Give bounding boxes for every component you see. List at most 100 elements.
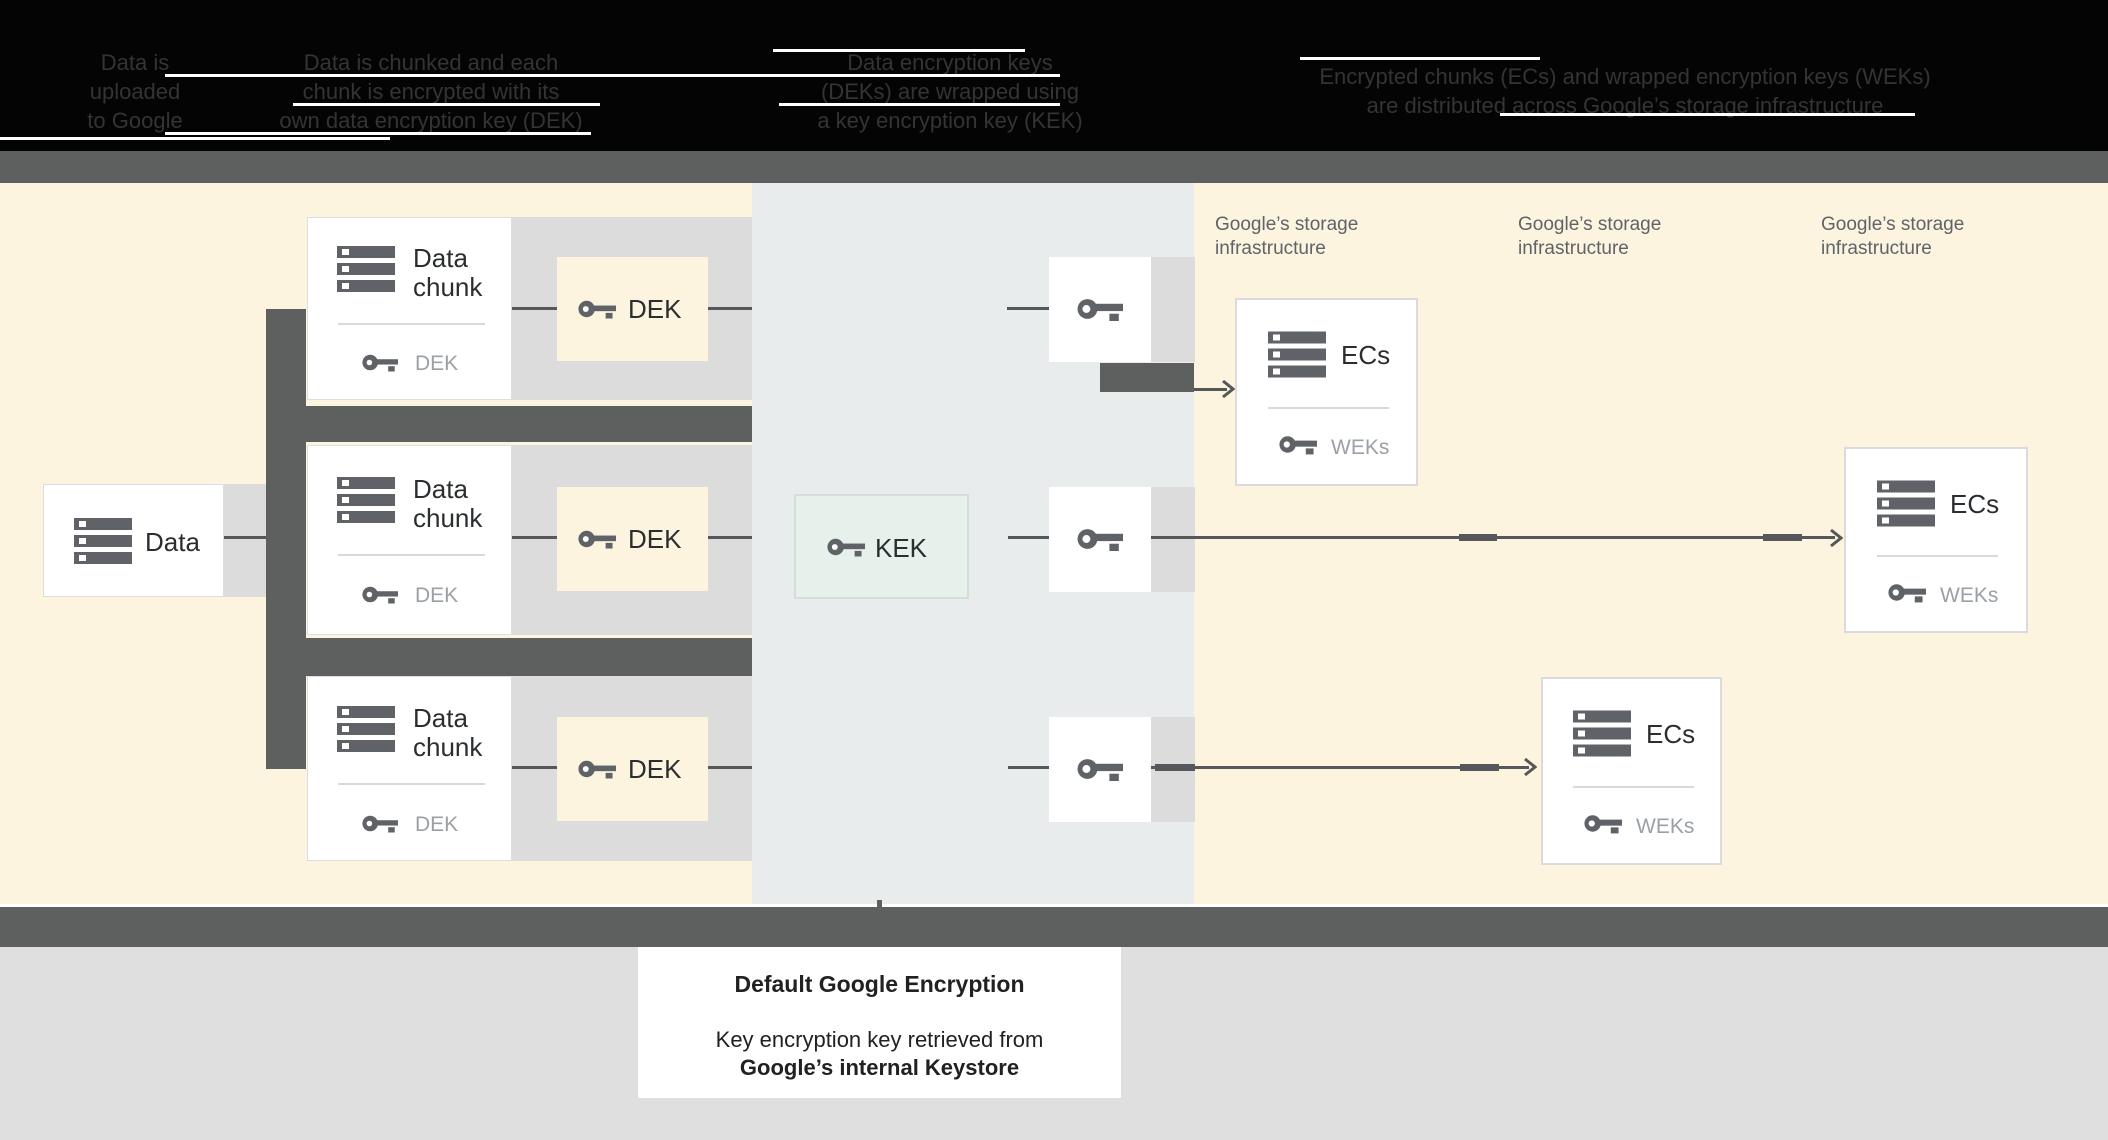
key-icon [827,538,865,557]
arrow3-packet [1155,764,1195,771]
ec-box-label: ECs [1646,719,1696,749]
key-icon [1077,299,1123,322]
storage-infrastructure-label: Google’s storage infrastructure [1821,213,1964,261]
caption-line1: Key encryption key retrieved from [715,1027,1044,1052]
data-chunk-box: Data chunk DEK [307,445,512,635]
caption-line: (DEKs) are wrapped using [820,79,1079,104]
footer-area: Default Google Encryption Key encryption… [0,947,2108,1140]
key-icon [578,300,616,319]
caption-line: a key encryption key (KEK) [817,108,1083,133]
wrap1-output-slab [1100,363,1194,392]
trunk-connector [266,309,306,769]
storage-icon [337,246,395,292]
wrap-key-box [1049,487,1151,592]
data-connector-band [223,484,266,597]
arrowhead-icon [1524,757,1537,777]
kek-box-label: KEK [875,533,928,563]
storage-label-line: infrastructure [1821,238,1932,259]
header-caption-upload: Data is uploaded to Google [30,48,240,135]
chunk-label-line: chunk [413,503,483,533]
caption-line: to Google [87,108,183,133]
arrow3-line [1151,766,1529,769]
storage-icon [337,477,395,523]
kek-box: KEK [794,494,969,599]
chunk-label-line: chunk [413,272,483,302]
chunk-box-label: Data chunk [413,704,482,762]
arrow1-line [1194,388,1227,391]
ec-weks-label: WEKs [1331,436,1390,459]
caption-line: uploaded [89,79,181,104]
storage-icon [74,518,132,564]
glitch-line [779,103,1060,106]
caption-line: Encrypted chunks (ECs) and wrapped encry… [1319,64,1931,89]
storage-icon [1877,480,1935,527]
arrowhead-icon [1830,528,1843,548]
data-chunk-box: Data chunk DEK [307,676,512,861]
caption-line2: Google’s internal Keystore [739,1055,1020,1080]
storage-label-line: infrastructure [1518,238,1629,259]
wrap3-in-line [1008,766,1049,769]
storage-icon [1268,331,1326,378]
dek-box: DEK [557,717,708,821]
arrowhead-icon [1222,379,1235,399]
key-icon [1077,529,1123,552]
key-icon [362,815,398,833]
ec-divider [1268,407,1389,409]
header-caption-distribution: Encrypted chunks (ECs) and wrapped encry… [1312,62,1938,120]
data-chunk-box: Data chunk DEK [307,217,512,400]
chunk-dek-label: DEK [415,813,459,836]
row-gap-slab-1 [266,406,752,442]
dek-box-label: DEK [628,754,682,784]
key-icon [578,530,616,549]
arrow2-packet [1763,534,1802,541]
wrap-key-box [1049,257,1151,362]
glitch-line [165,132,591,135]
caption-title: Default Google Encryption [734,971,1025,997]
storage-label-line: Google’s storage [1518,214,1662,235]
storage-icon [337,706,395,752]
diagram-canvas: Data Data chunk DEK [0,183,2108,904]
dek3-out-line [708,766,752,769]
caption-line: Data encryption keys [847,50,1053,75]
storage-label-line: infrastructure [1215,238,1326,259]
chunk2-to-dek2-line [512,536,557,539]
ec-weks-label: WEKs [1636,815,1695,838]
key-icon [1888,584,1926,603]
glitch-line [1500,113,1915,116]
dek1-out-line [708,307,752,310]
caption-line: chunk is encrypted with its [302,79,560,104]
arrow3-packet [1460,764,1499,771]
glitch-line [1300,57,1540,60]
chunk-divider [338,783,485,785]
header-caption-chunking: Data is chunked and each chunk is encryp… [270,48,592,135]
key-icon [578,760,616,779]
header-banner: Data is uploaded to Google Data is chunk… [0,0,2108,151]
chunk-divider [338,323,485,325]
ec-box-label: ECs [1341,340,1391,370]
chunk-label-line: chunk [413,732,483,762]
wrap2-in-line [1008,536,1049,539]
ec-divider [1573,786,1694,788]
caption-line: own data encryption key (DEK) [279,108,583,133]
chunk-divider [338,554,485,556]
ec-divider [1877,555,1998,557]
key-icon [1279,436,1317,455]
storage-infrastructure-label: Google’s storage infrastructure [1518,213,1661,261]
caption-line: Data is [100,50,170,75]
storage-icon [1573,710,1631,757]
glitch-line [773,49,1025,52]
dek-box-label: DEK [628,524,682,554]
chunk-box-label: Data chunk [413,475,482,533]
glitch-line [0,137,390,140]
chunk-label-line: Data [413,474,468,504]
storage-label-line: Google’s storage [1821,214,1965,235]
wrap-key-box [1049,717,1151,822]
storage-infrastructure-label: Google’s storage infrastructure [1215,213,1358,261]
data-box-label: Data [145,527,200,557]
dek2-out-line [708,536,752,539]
wrap1-in-line [1007,307,1049,310]
key-icon [362,586,398,604]
chunk3-to-dek3-line [512,766,557,769]
chunk1-to-dek1-line [511,307,557,310]
dek-box-label: DEK [628,294,682,324]
